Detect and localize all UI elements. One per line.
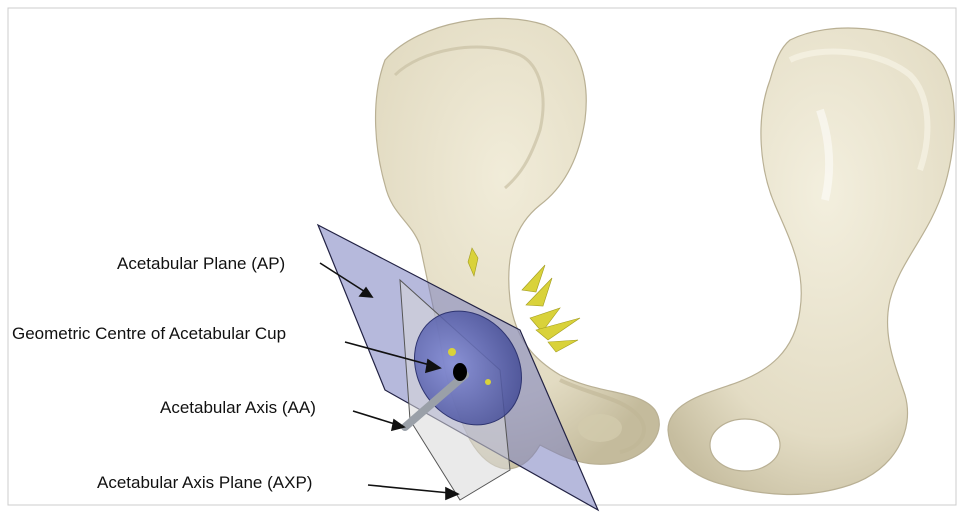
label-acetabular-plane: Acetabular Plane (AP) — [117, 254, 285, 273]
label-geometric-centre: Geometric Centre of Acetabular Cup — [12, 324, 286, 343]
label-acetabular-axis-plane: Acetabular Axis Plane (AXP) — [97, 473, 312, 492]
label-acetabular-axis: Acetabular Axis (AA) — [160, 398, 316, 417]
geometric-centre-marker — [453, 363, 467, 381]
right-hemipelvis — [668, 28, 954, 494]
